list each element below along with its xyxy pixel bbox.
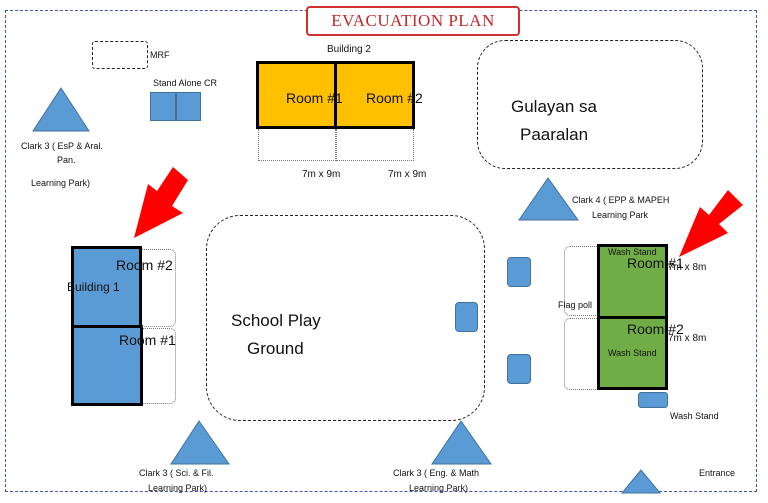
building1-room1-label: Room #1 xyxy=(119,332,176,348)
flag-pole-label: Flag poll xyxy=(558,300,593,310)
stand-middle xyxy=(455,302,478,332)
clark-eng-label-2: Learning Park) xyxy=(409,483,469,493)
gulayan-label-2: Paaralan xyxy=(520,125,589,144)
right-hall-top xyxy=(564,246,600,316)
wash-stand-top-label: Wash Stand xyxy=(608,247,657,257)
right-room2 xyxy=(597,316,668,390)
gulayan-area xyxy=(477,40,703,169)
clark-epp-triangle xyxy=(518,177,579,221)
building2-room2-label: Room #2 xyxy=(366,90,423,106)
clark-sci-label-1: Clark 3 ( Sci. & Fil. xyxy=(139,468,214,478)
wash-stand-bottom xyxy=(638,392,668,408)
building2-hall-right xyxy=(336,129,414,161)
title-box: EVACUATION PLAN xyxy=(306,6,520,36)
map-title: EVACUATION PLAN xyxy=(331,11,495,30)
right-room1-dim: 7m x 8m xyxy=(668,262,707,273)
building1-hall-top xyxy=(142,249,176,327)
cr-stall-right xyxy=(176,92,201,121)
right-room2-label: Room #2 xyxy=(627,321,684,337)
gulayan-label-1: Gulayan sa xyxy=(511,97,597,116)
clark-esp-label-3: Learning Park) xyxy=(31,178,91,188)
clark-esp-label-1: Clark 3 ( EsP & Aral. xyxy=(21,141,103,151)
mrf-label: MRF xyxy=(150,50,170,60)
clark-esp-label-2: Pan. xyxy=(57,155,76,165)
building2-label: Building 2 xyxy=(327,44,371,55)
clark-epp-label-1: Clark 4 ( EPP & MAPEH xyxy=(572,195,670,205)
clark-eng-triangle xyxy=(431,420,492,465)
building2-dim2: 7m x 9m xyxy=(388,169,427,180)
stand-alone-cr-label: Stand Alone CR xyxy=(153,78,218,88)
entrance-label: Entrance xyxy=(699,468,736,478)
cr-stall-left xyxy=(150,92,176,121)
evacuation-arrow-icon xyxy=(679,190,743,257)
playground-label-2: Ground xyxy=(247,339,304,358)
stand-right-top xyxy=(507,257,531,287)
stand-right-bottom xyxy=(507,354,531,384)
building2-dim1: 7m x 9m xyxy=(302,169,341,180)
building2-room2 xyxy=(334,61,415,129)
evacuation-arrow-icon xyxy=(134,167,188,238)
building1-room2 xyxy=(71,246,142,328)
building1-label: Building 1 xyxy=(67,280,120,294)
building2-room1-label: Room #1 xyxy=(286,90,343,106)
building1-room1 xyxy=(71,325,143,406)
building1-room2-label: Room #2 xyxy=(116,257,173,273)
wash-stand-mid-label: Wash Stand xyxy=(608,348,657,358)
playground-area xyxy=(206,215,485,421)
clark-sci-triangle xyxy=(170,420,230,465)
entrance-triangle xyxy=(620,469,662,494)
right-hall-bottom xyxy=(564,318,600,390)
wash-stand-bottom-label: Wash Stand xyxy=(670,411,719,421)
clark-sci-label-2: Learning Park) xyxy=(148,483,208,493)
building1-hall-bottom xyxy=(143,328,176,404)
right-room1-label: Room #1 xyxy=(627,255,684,271)
clark-eng-label-1: Clark 3 ( Eng. & Math xyxy=(393,468,480,478)
clark-esp-triangle xyxy=(32,87,90,132)
building2-hall-left xyxy=(258,129,336,161)
clark-epp-label-2: Learning Park xyxy=(592,210,649,220)
mrf-area xyxy=(92,41,148,69)
playground-label-1: School Play xyxy=(231,311,321,330)
right-room2-dim: 7m x 8m xyxy=(668,333,707,344)
